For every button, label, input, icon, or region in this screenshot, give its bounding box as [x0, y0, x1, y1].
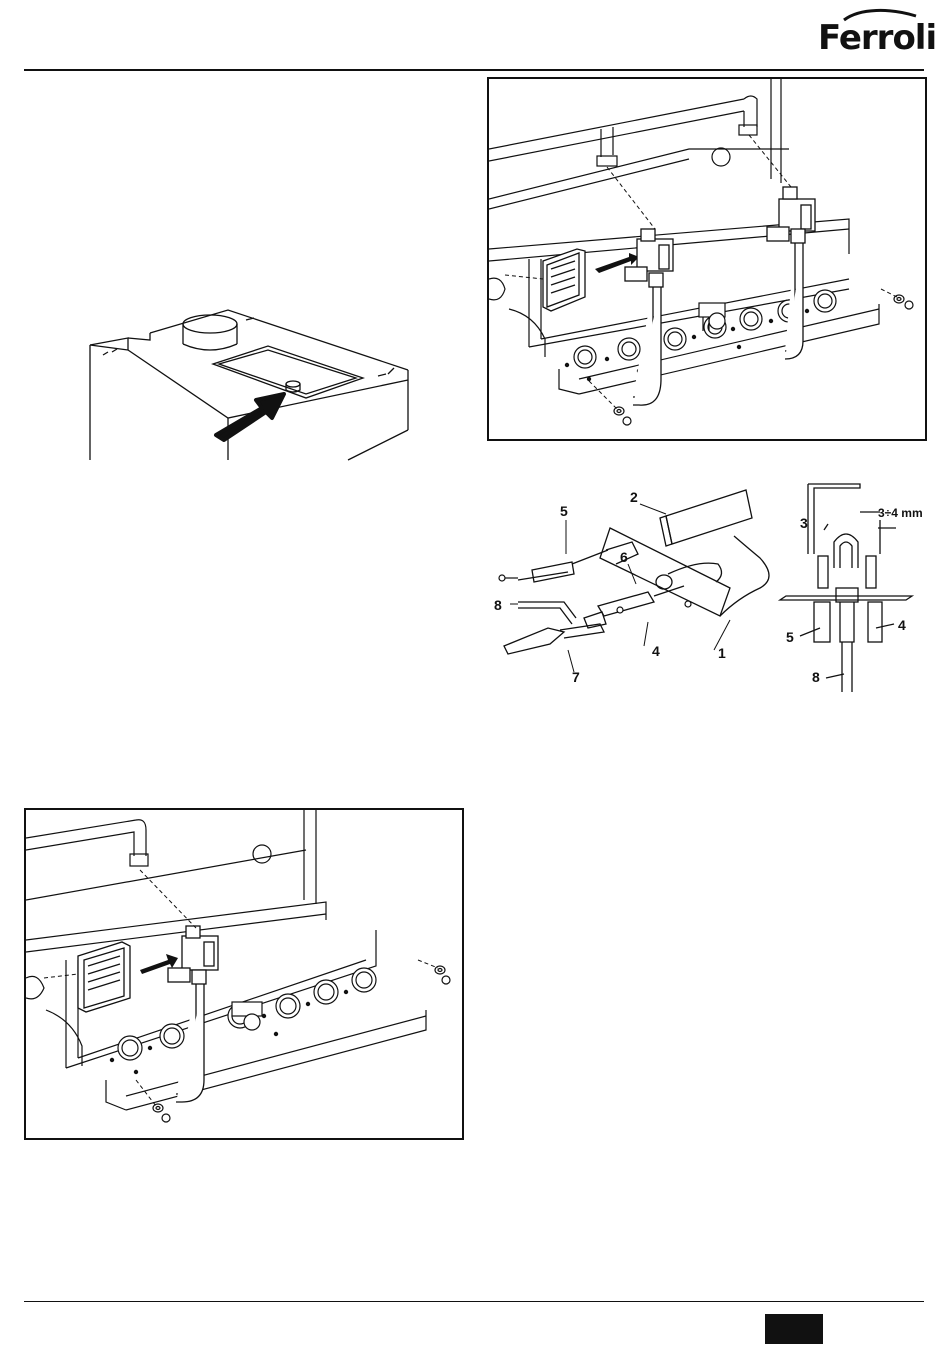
callout-6: 6 — [620, 549, 628, 565]
brand-logo: Ferroli — [818, 8, 928, 64]
callout-2: 2 — [630, 489, 638, 505]
footer-rule — [24, 1301, 924, 1302]
side-callout-5: 5 — [786, 629, 794, 645]
side-callout-3: 3 — [800, 515, 808, 531]
figure-burner-two-valves — [487, 77, 927, 441]
page-number-box — [765, 1314, 823, 1344]
callout-4: 4 — [652, 643, 660, 659]
brand-name: Ferroli — [818, 18, 936, 58]
figure-pilot-burner: 5 2 6 8 4 7 1 3÷4 mm 3 4 — [488, 478, 928, 698]
callout-1: 1 — [718, 645, 726, 661]
side-callout-4: 4 — [898, 617, 906, 633]
gap-dimension-label: 3÷4 mm — [878, 506, 923, 520]
side-callout-8: 8 — [812, 669, 820, 685]
header-rule — [24, 69, 924, 71]
figure-boiler-top — [88, 300, 418, 465]
callout-7: 7 — [572, 669, 580, 685]
figure-burner-one-valve — [24, 808, 464, 1140]
callout-5: 5 — [560, 503, 568, 519]
callout-8: 8 — [494, 597, 502, 613]
